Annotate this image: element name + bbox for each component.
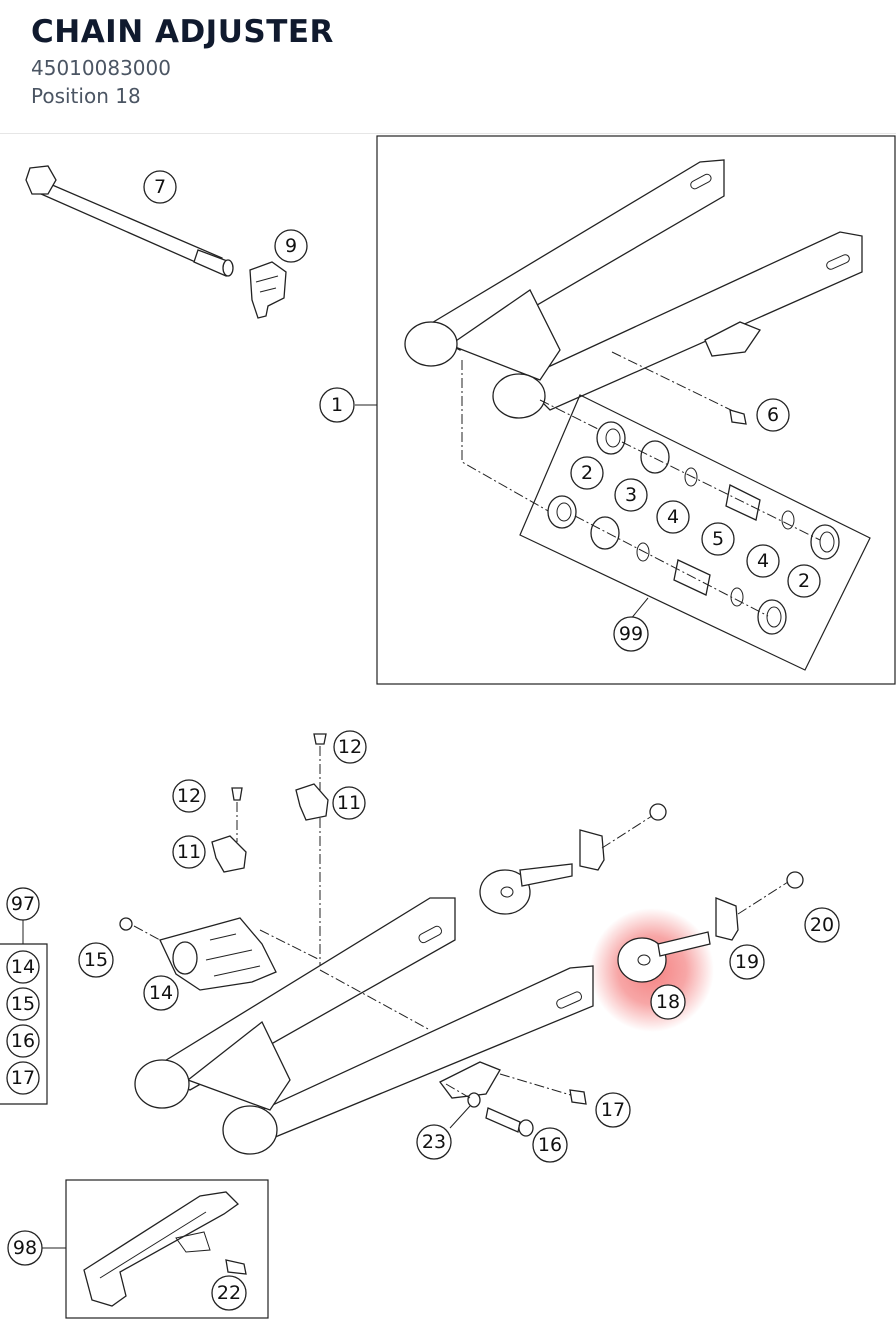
svg-text:17: 17 [601,1099,625,1121]
callout-15[interactable]: 15 [6,987,40,1021]
adjuster-plate-part[interactable] [715,897,739,941]
callout-2[interactable]: 2 [570,456,604,490]
callout-4[interactable]: 4 [656,500,690,534]
callout-22[interactable]: 22 [211,1275,247,1311]
svg-text:9: 9 [285,235,297,257]
swingarm-frame [376,135,896,685]
callout-12[interactable]: 12 [333,730,367,764]
washer-part[interactable] [467,1092,481,1108]
bolt-part[interactable] [231,787,243,801]
chain-guide-bracket-part[interactable] [211,835,247,873]
callout-11[interactable]: 11 [172,835,206,869]
swingarm-part[interactable] [134,897,594,1155]
svg-text:11: 11 [177,841,201,863]
svg-text:15: 15 [84,949,108,971]
page-title: CHAIN ADJUSTER [31,14,334,50]
svg-text:18: 18 [656,991,680,1013]
callout-19[interactable]: 19 [729,944,765,980]
axle-part[interactable] [25,165,234,277]
position-label: Position 18 [31,84,141,108]
callout-15[interactable]: 15 [78,942,114,978]
svg-text:6: 6 [767,404,779,426]
svg-text:12: 12 [177,785,201,807]
chain-guide-bracket-part[interactable] [295,783,329,821]
callout-20[interactable]: 20 [804,907,840,943]
svg-text:22: 22 [217,1282,241,1304]
svg-text:3: 3 [625,484,637,506]
svg-text:23: 23 [422,1131,446,1153]
svg-text:2: 2 [798,570,810,592]
chain-adjuster-upper-part[interactable] [479,803,667,915]
callout-99[interactable]: 99 [613,616,649,652]
svg-text:4: 4 [667,506,679,528]
part-number: 45010083000 [31,56,171,80]
callout-4[interactable]: 4 [746,544,780,578]
callout-14[interactable]: 14 [143,975,179,1011]
callout-97[interactable]: 97 [6,887,40,921]
svg-text:17: 17 [11,1067,35,1089]
bolt-part[interactable] [569,1089,587,1105]
page-header: CHAIN ADJUSTER 45010083000 Position 18 [0,0,896,134]
svg-text:12: 12 [338,736,362,758]
svg-text:11: 11 [337,792,361,814]
bolt-part[interactable] [485,1107,534,1137]
callout-11[interactable]: 11 [332,786,366,820]
chain-adjuster-part[interactable] [617,931,711,983]
callout-14[interactable]: 14 [6,950,40,984]
svg-text:16: 16 [538,1134,562,1156]
callout-16[interactable]: 16 [6,1024,40,1058]
svg-text:14: 14 [149,982,173,1004]
chain-guard-part[interactable] [83,1191,240,1307]
svg-text:4: 4 [757,550,769,572]
callout-3[interactable]: 3 [614,478,648,512]
chain-guard-frame [65,1179,269,1319]
callout-2[interactable]: 2 [787,564,821,598]
callout-18-highlighted[interactable]: 18 [650,984,686,1020]
callout-9[interactable]: 9 [274,229,308,263]
nut-part[interactable] [786,871,804,889]
svg-text:7: 7 [154,176,166,198]
bolt-part[interactable] [313,733,327,745]
chain-guide-part[interactable] [159,917,277,991]
callout-23[interactable]: 23 [416,1124,452,1160]
svg-text:97: 97 [11,893,35,915]
callout-7[interactable]: 7 [143,170,177,204]
bearing-kit-parts[interactable] [547,421,840,635]
callout-98[interactable]: 98 [7,1230,43,1266]
svg-text:20: 20 [810,914,834,936]
callout-1[interactable]: 1 [319,387,355,423]
washer-part[interactable] [119,917,133,931]
bearing-kit-frame [519,394,871,671]
svg-text:14: 14 [11,956,35,978]
callout-5[interactable]: 5 [701,522,735,556]
callout-12[interactable]: 12 [172,779,206,813]
svg-text:16: 16 [11,1030,35,1052]
svg-text:5: 5 [712,528,724,550]
svg-text:15: 15 [11,993,35,1015]
bolt-part[interactable] [729,409,747,425]
chain-guide-block-part[interactable] [249,261,287,319]
callout-16[interactable]: 16 [532,1127,568,1163]
svg-text:2: 2 [581,462,593,484]
svg-text:19: 19 [735,951,759,973]
svg-text:99: 99 [619,623,643,645]
callout-17[interactable]: 17 [595,1092,631,1128]
swingarm-part[interactable] [404,159,863,419]
callout-17[interactable]: 17 [6,1061,40,1095]
svg-text:1: 1 [331,394,343,416]
callout-6[interactable]: 6 [756,398,790,432]
svg-text:98: 98 [13,1237,37,1259]
screw-part[interactable] [225,1259,247,1275]
